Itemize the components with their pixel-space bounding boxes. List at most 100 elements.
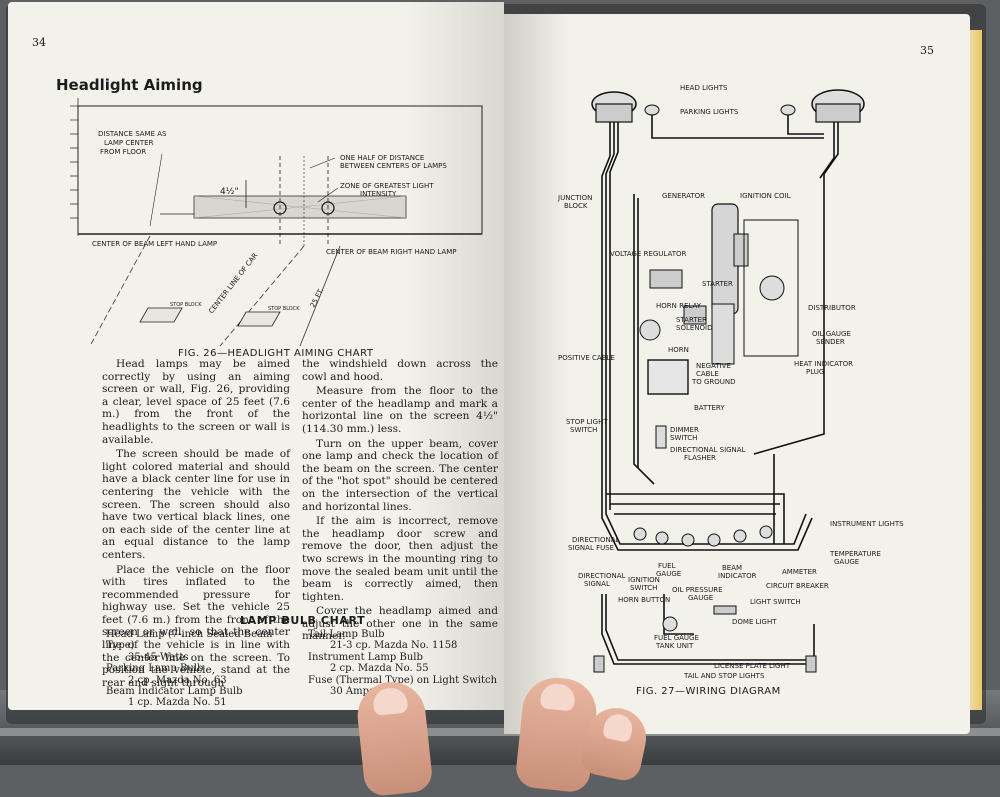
paragraph: If the aim is incorrect, remove the head… — [302, 515, 498, 603]
fuel-tank-unit — [662, 616, 678, 632]
headlight-left — [591, 91, 637, 123]
fig27-caption: FIG. 27—WIRING DIAGRAM — [636, 686, 781, 697]
label-stop-block-1: STOP BLOCK — [170, 302, 202, 308]
dome-light — [713, 605, 737, 615]
label-right-beam: CENTER OF BEAM RIGHT HAND LAMP — [326, 248, 457, 256]
label-light-switch: LIGHT SWITCH — [750, 598, 801, 606]
voltage-regulator — [649, 269, 683, 289]
text-column-left: Head lamps may be aimed correctly by usi… — [102, 358, 290, 691]
bulb-value: 30 Amperes — [330, 686, 391, 698]
label-ignition-coil: IGNITION COIL — [740, 192, 791, 200]
label-distributor: DISTRIBUTOR — [808, 304, 856, 312]
bulb-name: Parking Lamp Bulb — [106, 663, 204, 675]
bulb-name: Tail Lamp Bulb — [308, 629, 385, 640]
label-starter: STARTER — [702, 280, 733, 288]
left-page: 34 Headlight Aiming — [8, 2, 504, 710]
bulb-name: Beam Indicator Lamp Bulb — [106, 686, 243, 698]
wall-hatch — [70, 98, 79, 236]
label-circuit-breaker: CIRCUIT BREAKER — [766, 582, 829, 590]
paragraph: Head lamps may be aimed correctly by usi… — [102, 358, 290, 446]
label-left-beam: CENTER OF BEAM LEFT HAND LAMP — [92, 240, 217, 248]
bulb-name: Fuse (Thermal Type) on Light Switch — [308, 674, 498, 686]
label-generator: GENERATOR — [662, 192, 705, 200]
parking-light-right — [780, 104, 796, 116]
label-head-lights: HEAD LIGHTS — [680, 84, 728, 92]
bulb-item: Head Lamp (7-inch Sealed Beam Type)35-45… — [106, 629, 302, 663]
page-number-left: 34 — [32, 36, 46, 49]
label-distance-ft: 25 FT. — [309, 287, 326, 309]
starter — [711, 303, 735, 365]
thumbnail-left — [371, 686, 409, 716]
wire-harness — [601, 115, 839, 665]
bulb-value: 35-45 Watts — [128, 651, 189, 663]
label-stop-block-2: STOP BLOCK — [268, 306, 300, 312]
label-horn: HORN — [668, 346, 689, 354]
label-center-line: CENTER LINE OF CAR — [207, 252, 259, 316]
instrument-cluster — [633, 425, 773, 547]
label-horn-button: HORN BUTTON — [618, 596, 670, 604]
page-number-right: 35 — [920, 44, 934, 57]
starter-solenoid — [683, 305, 707, 325]
thumbnail-right — [539, 682, 577, 712]
paragraph: Place the vehicle on the floor with tire… — [102, 563, 290, 689]
stop-block-left — [139, 307, 183, 323]
paragraph: Measure from the floor to the center of … — [302, 385, 498, 435]
paragraph: Turn on the upper beam, cover one lamp a… — [302, 437, 498, 513]
battery — [647, 359, 689, 395]
label-height: 4½" — [220, 187, 239, 197]
fingernail — [601, 711, 635, 743]
bulb-chart-left: Head Lamp (7-inch Sealed Beam Type)35-45… — [106, 629, 302, 709]
ignition-coil — [733, 233, 749, 267]
bulb-name: Instrument Lamp Bulb — [308, 651, 423, 663]
fig26-caption: FIG. 26—HEADLIGHT AIMING CHART — [178, 348, 374, 359]
bulb-value: 1 cp. Mazda No. 51 — [128, 697, 227, 709]
label-voltage-regulator: VOLTAGE REGULATOR — [610, 250, 687, 258]
bulb-value: 21-3 cp. Mazda No. 1158 — [330, 640, 458, 652]
bulb-value: 2 cp. Mazda No. 55 — [330, 663, 429, 675]
paragraph: Cover the headlamp aimed and adjust the … — [302, 605, 498, 643]
right-page: 35 — [504, 14, 970, 734]
bulb-name: Head Lamp (7-inch Sealed Beam Type) — [106, 629, 273, 652]
table-stripe — [0, 728, 1000, 736]
stop-block-right — [237, 311, 281, 327]
bulb-chart-title: LAMP BULB CHART — [240, 614, 366, 627]
bulb-value: 2 cp. Mazda No. 63 — [128, 674, 227, 686]
section-title: Headlight Aiming — [56, 76, 203, 94]
label-parking-lights: PARKING LIGHTS — [680, 108, 739, 116]
label-dome-light: DOME LIGHT — [732, 618, 777, 626]
headlight-right — [811, 89, 865, 123]
paragraph: the windshield down across the cowl and … — [302, 358, 498, 383]
label-positive-cable: POSITIVE CABLE — [558, 354, 615, 362]
label-horn-relay: HORN RELAY — [656, 302, 702, 310]
label-tail-stop-lights: TAIL AND STOP LIGHTS — [683, 672, 765, 680]
text-column-right: the windshield down across the cowl and … — [302, 358, 498, 645]
horn — [639, 319, 661, 341]
tail-light-right — [805, 655, 817, 673]
